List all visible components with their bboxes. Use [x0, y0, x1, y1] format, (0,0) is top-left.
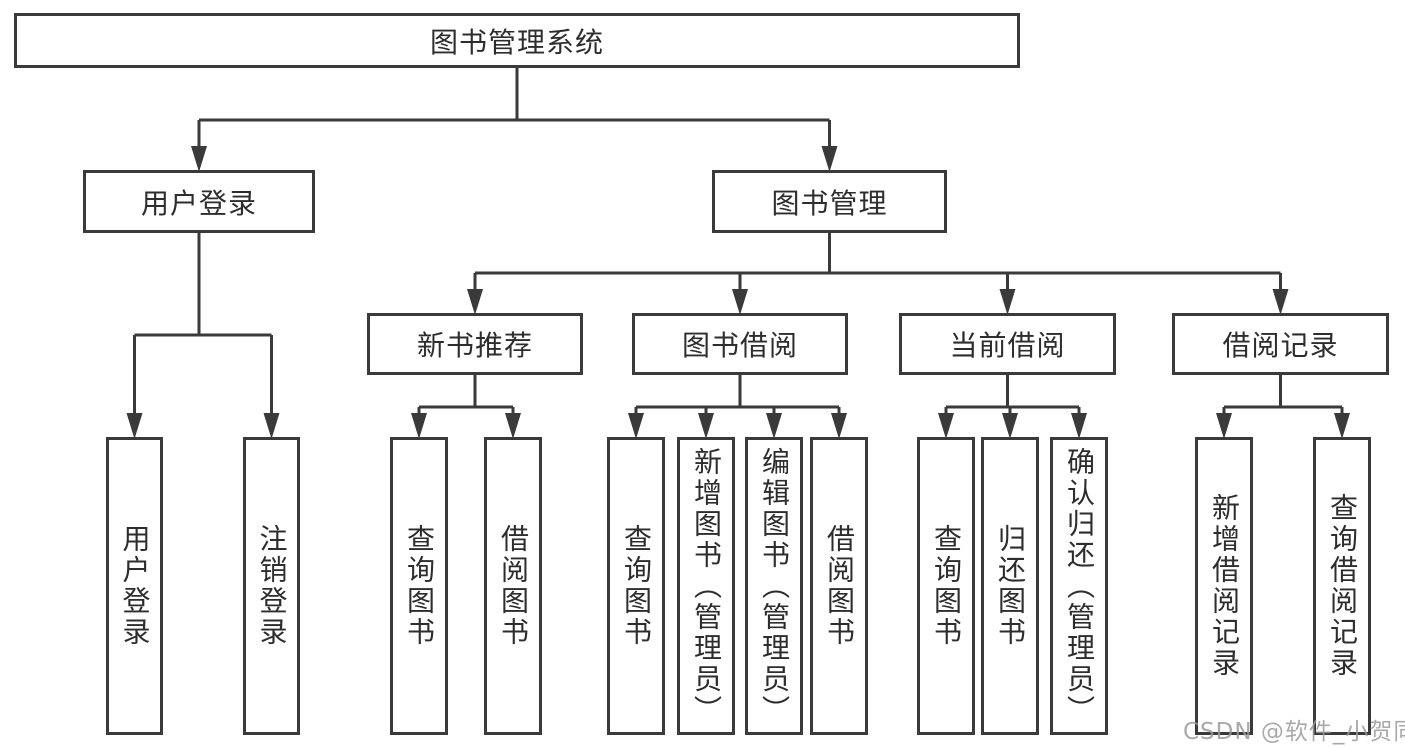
arrowhead-icon [1216, 413, 1232, 439]
arrowhead-icon [1272, 289, 1289, 315]
node-nb-borrow: 借阅图书 [484, 437, 542, 735]
arrowhead-icon [938, 413, 954, 439]
node-label: 借阅图书 [823, 524, 856, 648]
arrowhead-icon [821, 146, 838, 172]
node-bb-edit: 编辑图书（管理员） [745, 437, 803, 735]
node-label: 确认归还（管理员） [1063, 446, 1096, 726]
node-label: 借阅图书 [497, 524, 530, 648]
node-cb-confirm: 确认归还（管理员） [1050, 437, 1108, 735]
node-label: 注销登录 [255, 524, 289, 648]
node-label: 图书管理 [771, 186, 888, 220]
arrowhead-icon [263, 413, 280, 439]
node-label: 新增图书（管理员） [690, 446, 723, 726]
arrowhead-icon [732, 289, 748, 315]
node-bb-add: 新增图书（管理员） [677, 437, 735, 735]
node-nb-query: 查询图书 [390, 437, 448, 735]
arrowhead-icon [1071, 413, 1087, 439]
watermark: CSDN @软件_小贺同学 [1183, 719, 1405, 745]
node-label: 查询图书 [403, 524, 436, 648]
arrowhead-icon [698, 413, 714, 439]
node-br-add: 新增借阅记录 [1195, 437, 1253, 735]
node-current-borrow: 当前借阅 [899, 313, 1116, 375]
node-label: 查询借阅记录 [1326, 493, 1359, 679]
node-label: 查询图书 [620, 524, 653, 648]
node-book-mgmt: 图书管理 [712, 170, 947, 233]
arrowhead-icon [505, 413, 521, 439]
node-user-login-group: 用户登录 [83, 170, 315, 233]
node-label: 借阅记录 [1222, 329, 1339, 362]
node-login: 用户登录 [106, 437, 163, 735]
node-label: 当前借阅 [949, 329, 1066, 362]
node-label: 编辑图书（管理员） [758, 446, 791, 726]
node-label: 图书借阅 [681, 329, 798, 362]
node-book-borrow: 图书借阅 [632, 313, 848, 375]
node-logout: 注销登录 [243, 437, 300, 735]
node-cb-query: 查询图书 [917, 437, 975, 735]
node-system: 图书管理系统 [14, 13, 1020, 68]
arrowhead-icon [191, 146, 207, 172]
node-label: 查询图书 [930, 524, 963, 648]
node-borrow-records: 借阅记录 [1172, 313, 1389, 375]
arrowhead-icon [126, 413, 143, 439]
node-label: 新书推荐 [416, 329, 533, 362]
node-bb-borrow: 借阅图书 [810, 437, 868, 735]
node-cb-return: 归还图书 [981, 437, 1039, 735]
node-label: 归还图书 [994, 524, 1027, 648]
arrowhead-icon [1002, 413, 1018, 439]
arrowhead-icon [999, 289, 1016, 315]
node-label: 用户登录 [140, 186, 257, 220]
node-label: 用户登录 [118, 524, 152, 648]
node-new-book-rec: 新书推荐 [367, 313, 583, 375]
arrowhead-icon [766, 413, 782, 439]
arrowhead-icon [831, 413, 847, 439]
arrowhead-icon [411, 413, 427, 439]
node-bb-query: 查询图书 [607, 437, 665, 735]
arrowhead-icon [1334, 413, 1350, 439]
arrowhead-icon [628, 413, 644, 439]
node-label: 图书管理系统 [429, 25, 604, 59]
arrowhead-icon [467, 289, 483, 315]
node-label: 新增借阅记录 [1208, 493, 1241, 679]
node-br-query: 查询借阅记录 [1313, 437, 1371, 735]
